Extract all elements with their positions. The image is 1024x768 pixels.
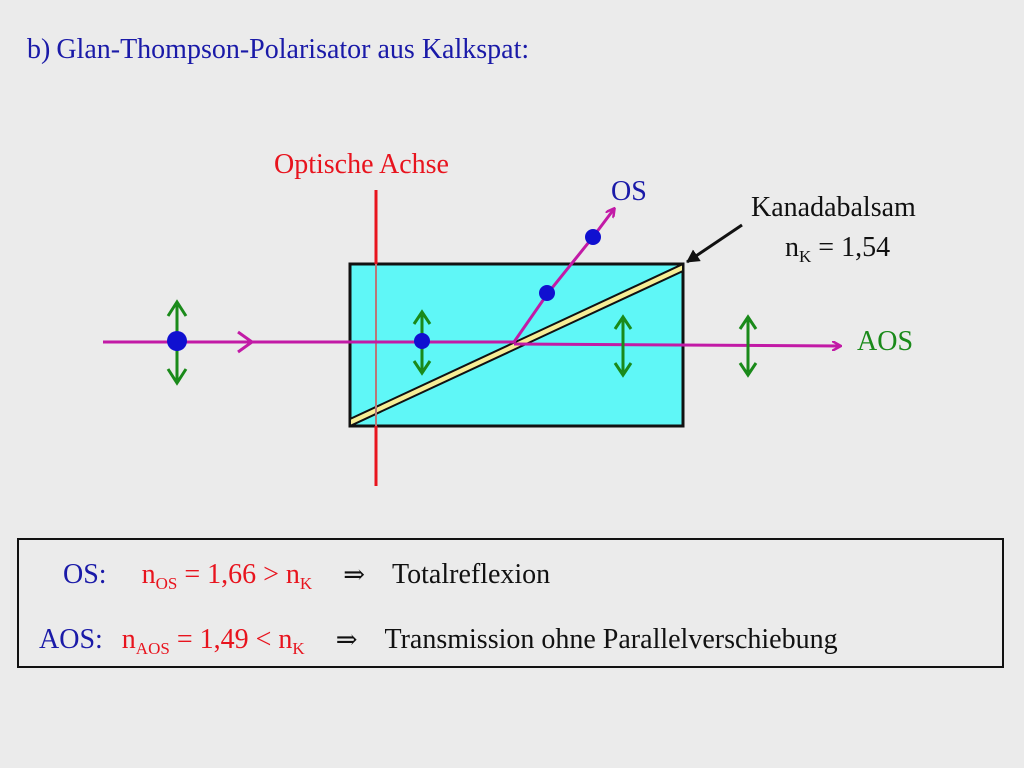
aos-info-formula: nAOS = 1,49 < nK xyxy=(121,624,305,658)
os-beam xyxy=(512,209,614,343)
polarization-aos-inside xyxy=(613,314,633,378)
os-info-row: OS: nOS = 1,66 > nK ⇒ Totalreflexion xyxy=(63,559,551,593)
aos-info-label: AOS: xyxy=(39,624,103,655)
aos-info-result: Transmission ohne Parallelverschiebung xyxy=(384,624,838,655)
aos-beam xyxy=(513,344,840,346)
incoming-beam-arrow xyxy=(237,330,255,354)
os-info-formula: nOS = 1,66 > nK xyxy=(141,559,313,593)
slide-title: b)Glan-Thompson-Polarisator aus Kalkspat… xyxy=(27,34,529,66)
os-beam-label: OS xyxy=(611,176,647,207)
os-info-label: OS: xyxy=(63,559,107,590)
polarization-aos-outside xyxy=(738,314,758,378)
nk-base: n xyxy=(785,232,799,263)
balsam-index-label: nK = 1,54 xyxy=(785,232,891,266)
refraction-info-box: OS: nOS = 1,66 > nK ⇒ Totalreflexion AOS… xyxy=(17,538,1004,668)
polarization-both-incoming xyxy=(166,299,188,386)
aos-beam-label: AOS xyxy=(857,326,914,357)
nk-value: = 1,54 xyxy=(818,232,891,263)
title-text: Glan-Thompson-Polarisator aus Kalkspat: xyxy=(56,34,530,65)
balsam-pointer-arrow xyxy=(686,223,743,264)
optical-axis-label: Optische Achse xyxy=(274,149,449,180)
balsam-label: Kanadabalsam xyxy=(751,192,916,223)
polarization-both-inside xyxy=(412,309,432,376)
title-label: b) xyxy=(27,34,51,65)
nk-sub: K xyxy=(799,247,812,266)
aos-info-row: AOS: nAOS = 1,49 < nK ⇒ Transmission ohn… xyxy=(39,624,838,658)
polarization-os-dot-2 xyxy=(585,229,601,245)
polarization-os-dot-1 xyxy=(539,285,555,301)
os-implies-symbol: ⇒ xyxy=(343,560,365,590)
os-info-result: Totalreflexion xyxy=(391,559,551,590)
aos-implies-symbol: ⇒ xyxy=(335,625,358,655)
